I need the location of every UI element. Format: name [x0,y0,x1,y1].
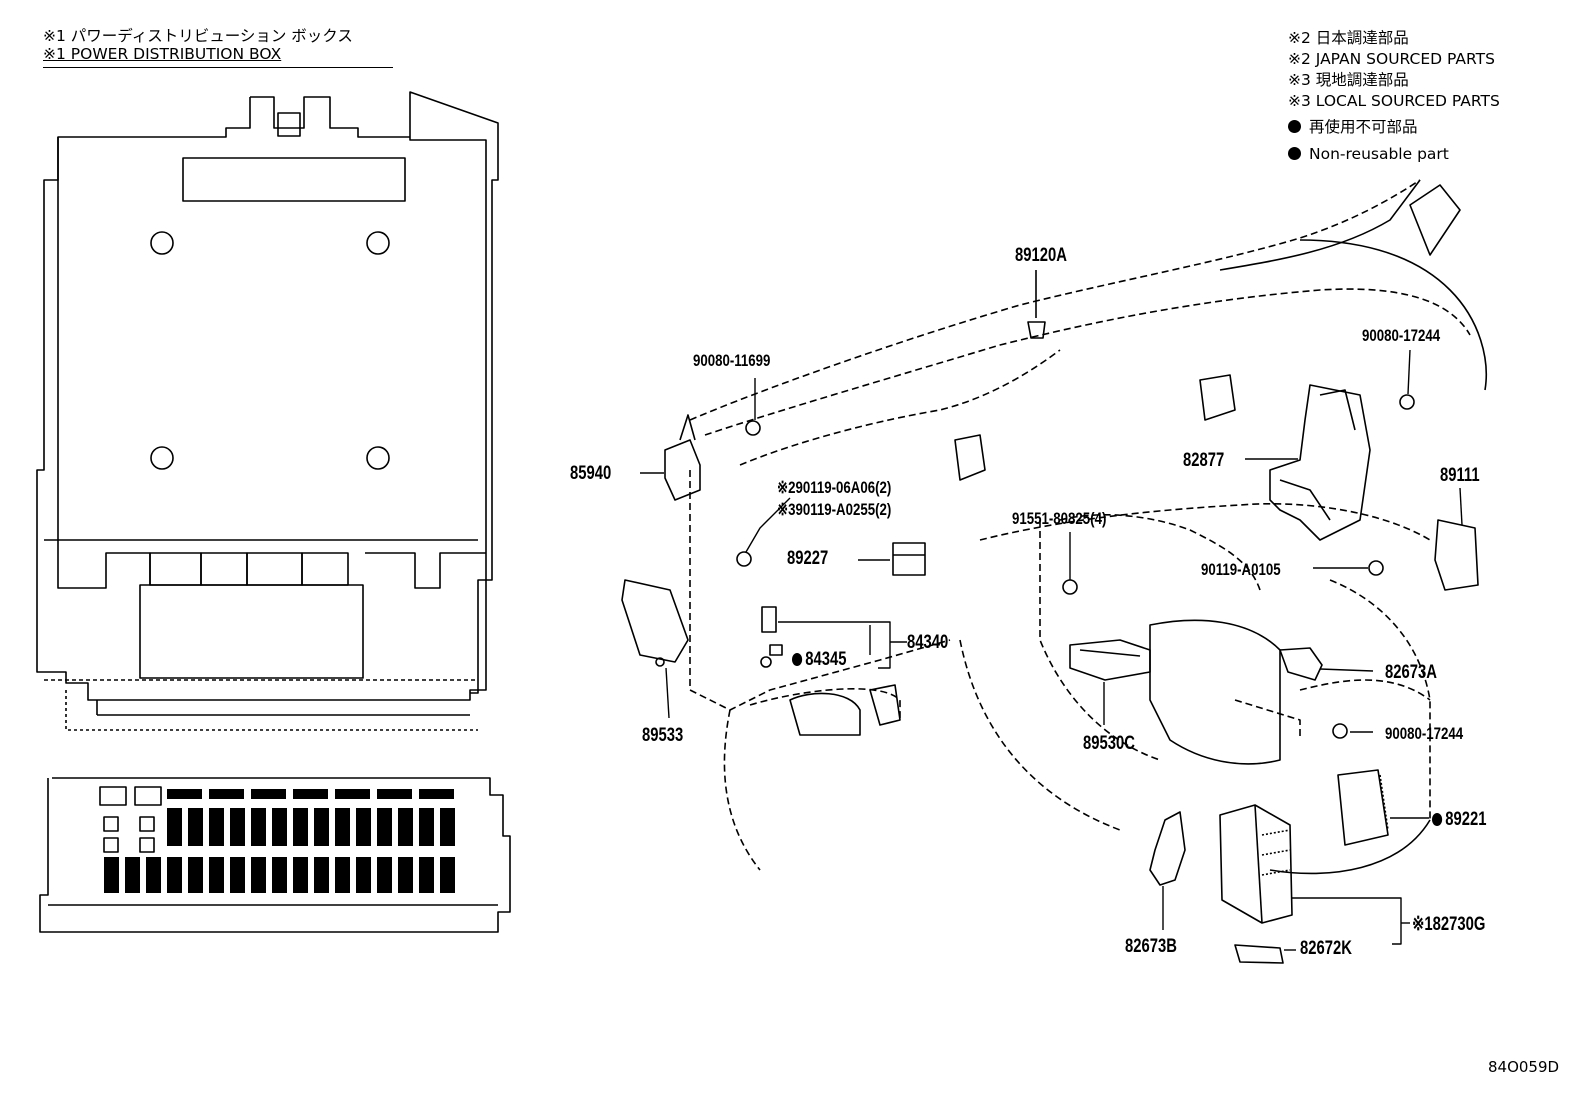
fuse-bar [230,857,245,893]
legend-nonreusable-en-text: Non-reusable part [1309,145,1449,163]
legend-local-jp: ※3 現地調達部品 [1288,71,1409,89]
part-label-91551-80825: 91551-80825(4) [1012,509,1107,528]
fuse-bar [209,857,224,893]
header-title-en: ※1 POWER DISTRIBUTION BOX [43,45,282,63]
fuse-bar [314,808,329,846]
legend-japan-en: ※2 JAPAN SOURCED PARTS [1288,50,1495,68]
part-label-89221: 89221 [1432,810,1486,829]
component-82672K-cover [1234,944,1284,964]
header-title-jp: ※1 パワーディストリビューション ボックス [43,27,353,45]
fuse-bar [167,808,182,846]
part-label-84345-text: 84345 [805,649,847,670]
part-label-89533: 89533 [642,725,684,746]
fuse-bar [335,808,350,846]
part-label-89111: 89111 [1440,465,1480,486]
drawing-id: 84O059D [1488,1058,1560,1076]
part-label-89227: 89227 [787,548,829,569]
fuse-bar [230,808,245,846]
legend-nonreusable-en: Non-reusable part [1288,145,1449,163]
part-label-90119-A0105: 90119-A0105 [1201,560,1281,579]
fuse-bar [398,808,413,846]
part-label-90119-A0255: ※390119-A0255(2) [777,500,892,519]
component-89533-ecu [621,579,689,667]
fuse-bar [440,808,455,846]
part-label-82877: 82877 [1183,450,1225,471]
part-label-90080-17244-top: 90080-17244 [1362,326,1441,345]
nonreusable-dot-icon [1288,147,1301,160]
legend-nonreusable-jp: 再使用不可部品 [1288,118,1418,136]
part-label-84345: 84345 [792,650,846,669]
nonreusable-dot-icon [1288,120,1301,133]
fuse-bar [356,857,371,893]
power-distribution-box-front-view [36,91,499,731]
fuse-bar [293,808,308,846]
fuse-bar [251,857,266,893]
fuse-bar [314,857,329,893]
fuse-bar [419,808,434,846]
component-82877-duct [1269,384,1371,541]
fuse-bar [377,808,392,846]
part-label-89221-text: 89221 [1445,809,1487,830]
part-label-85940: 85940 [570,463,612,484]
part-label-90119-06A06: ※290119-06A06(2) [777,478,892,497]
legend-japan-jp: ※2 日本調達部品 [1288,29,1409,47]
fuse-bar [398,857,413,893]
header-underline [43,67,393,68]
component-89120A-clip [1027,270,1046,339]
part-label-82673A: 82673A [1385,662,1437,683]
part-label-89120A: 89120A [1015,245,1067,266]
nonreusable-dot-icon [1432,813,1443,826]
part-label-82730G: ※182730G [1412,914,1486,935]
fuse-bar [188,808,203,846]
fuse-bar [167,857,182,893]
fuse-bar [146,857,161,893]
panel-solid-edges [789,179,1488,875]
component-85940-sensor [664,414,701,501]
fuse-bar [293,857,308,893]
fuse-bar [356,808,371,846]
legend-local-en: ※3 LOCAL SOURCED PARTS [1288,92,1500,110]
instrument-panel [689,179,1471,871]
component-82673A-relay [1279,647,1323,681]
fuse-bar [209,808,224,846]
part-label-90080-11699: 90080-11699 [693,351,771,370]
leader-lines [640,349,1463,951]
part-label-90080-17244-bottom: 90080-17244 [1385,724,1464,743]
fuse-bar [377,857,392,893]
part-label-82673B: 82673B [1125,936,1177,957]
power-distribution-box-top-view [39,777,511,933]
fuse-bar [440,857,455,893]
component-82730G-junction-block [1219,804,1293,924]
part-label-84340: 84340 [907,632,949,653]
part-label-82672K: 82672K [1300,938,1352,959]
fuse-bar [419,857,434,893]
fuse-bar [251,808,266,846]
component-89111-module [1434,519,1479,591]
part-label-89530C: 89530C [1083,733,1135,754]
fuse-grid [167,789,454,799]
component-84340-switch [761,606,783,656]
nonreusable-dot-icon [792,653,803,666]
fuse-bar [188,857,203,893]
component-89221-module [1337,769,1389,846]
component-89227-connector [892,542,926,576]
fuse-bar [272,857,287,893]
fuse-bar [335,857,350,893]
legend-nonreusable-jp-text: 再使用不可部品 [1309,118,1418,136]
fuse-bar [125,857,140,893]
component-82673B-bracket [1149,811,1186,886]
component-89530C-ecu [1069,639,1151,681]
fuse-bar [272,808,287,846]
fuse-bar [104,857,119,893]
